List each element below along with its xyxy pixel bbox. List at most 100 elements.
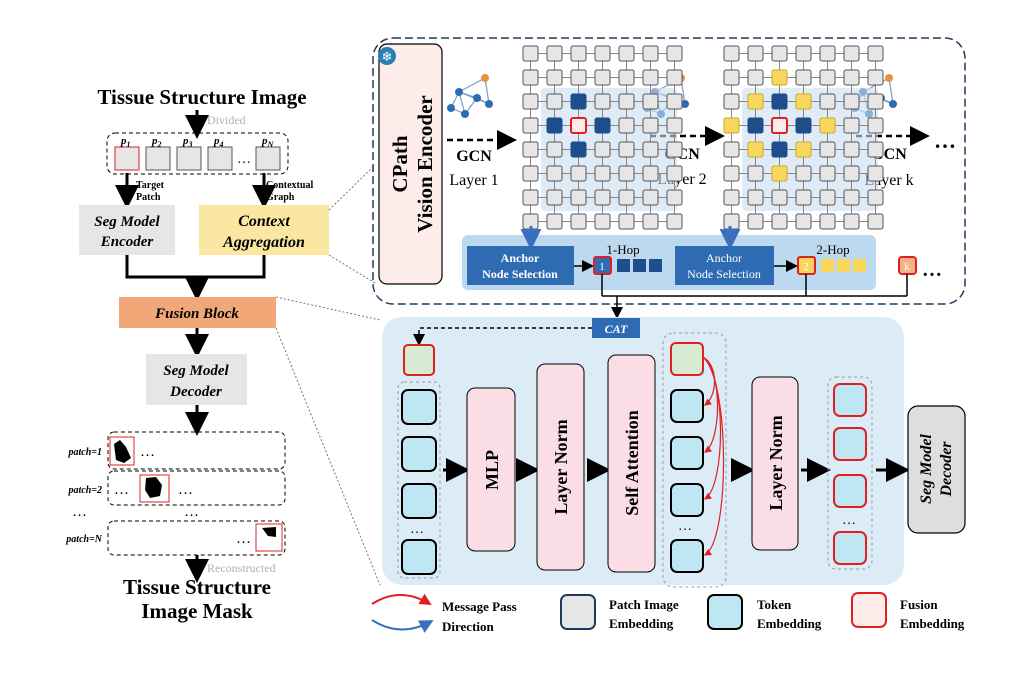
layernorm-label-2: Layer Norm <box>766 415 786 510</box>
grid-node <box>747 69 764 86</box>
grid-node <box>594 213 611 230</box>
gcn-label-1: GCN <box>456 148 492 165</box>
self-attention-block <box>607 354 656 573</box>
layernorm-block-1 <box>536 363 585 571</box>
seg-encoder-line-1: Seg Model <box>94 214 160 230</box>
grid-node <box>795 69 812 86</box>
grid-node <box>723 69 740 86</box>
fusion-block-box <box>119 297 276 328</box>
anchor-node-box-2 <box>675 246 774 285</box>
encoder-line-2: Vision Encoder <box>413 95 437 232</box>
output-token-column <box>827 376 873 570</box>
patch-strip <box>106 132 289 175</box>
output-token-4 <box>833 531 867 565</box>
hop-1-node-b <box>633 259 646 272</box>
grid-node <box>666 45 683 62</box>
grid-node <box>723 117 740 134</box>
rows-vdots-2: … <box>184 504 199 520</box>
patch-box-1 <box>114 146 140 171</box>
graph-node <box>885 74 893 82</box>
message-pass-arrows <box>702 356 725 556</box>
grid-node <box>723 141 740 158</box>
layernorm-label-1: Layer Norm <box>551 419 571 514</box>
grid-node <box>771 69 788 86</box>
cat-box <box>592 318 640 338</box>
node-grid-2 <box>723 45 884 230</box>
grid-node <box>747 213 764 230</box>
grid-node <box>747 141 764 158</box>
grid-node <box>522 189 539 206</box>
context-label-1: Contextual <box>266 180 313 191</box>
grid-node <box>771 213 788 230</box>
grid-node <box>642 189 659 206</box>
grid-node <box>570 141 587 158</box>
grid-node <box>594 165 611 182</box>
grid-node <box>795 117 812 134</box>
grid-node <box>771 141 788 158</box>
mask-shape-n <box>262 527 276 537</box>
graph-node <box>447 104 455 112</box>
hop-1-marker-label: 1 <box>599 261 605 273</box>
layernorm-block-2 <box>751 376 799 551</box>
grid-node <box>771 117 788 134</box>
left-title: Tissue Structure Image <box>97 85 306 109</box>
grid-node <box>843 45 860 62</box>
anchor-1-line-1: Anchor <box>501 251 540 265</box>
anchor-2-line-1: Anchor <box>706 251 742 265</box>
token-input-ellipsis: … <box>410 522 424 537</box>
grid-node <box>618 189 635 206</box>
grid-node <box>594 189 611 206</box>
anchor-2-line-2: Node Selection <box>687 267 761 281</box>
output-token-ellipsis: … <box>842 513 856 528</box>
gcn-ellipsis: … <box>934 128 956 153</box>
gcn-panel <box>372 37 966 305</box>
seg-decoder-left-1: Seg Model <box>163 363 229 379</box>
grid-node <box>843 93 860 110</box>
patch-box-5 <box>255 146 281 171</box>
grid-node <box>666 69 683 86</box>
hop-2-marker-label: 2 <box>803 261 809 273</box>
cat-label: CAT <box>605 322 628 336</box>
grid-node <box>867 189 884 206</box>
patch-strip-ellipsis: … <box>237 152 251 167</box>
grid-node <box>570 93 587 110</box>
hop-ellipsis: … <box>922 259 942 281</box>
grid-node <box>723 45 740 62</box>
self-attention-label: Self Attention <box>622 410 642 516</box>
seg-encoder-box <box>79 205 175 255</box>
graph-node <box>461 110 469 118</box>
seg-decoder-right-1: Seg Model <box>918 434 935 504</box>
attention-token-1 <box>670 389 704 423</box>
layer-label-1: Layer 1 <box>449 172 498 189</box>
grid-node <box>522 165 539 182</box>
graph-edge <box>458 77 486 93</box>
grid-node <box>771 93 788 110</box>
graph-node <box>455 88 463 96</box>
grid-node <box>795 189 812 206</box>
grid-node <box>843 141 860 158</box>
legend-patch-1: Patch Image <box>609 597 679 612</box>
seg-decoder-right-2: Decoder <box>938 441 955 498</box>
token-input-3 <box>401 483 437 519</box>
token-column-input <box>397 381 441 579</box>
graph-node <box>481 74 489 82</box>
patch-row-2 <box>107 470 286 506</box>
patch-box-4 <box>207 146 233 171</box>
encoder-box <box>378 43 443 285</box>
grid-node <box>546 189 563 206</box>
hop-1-node-c <box>649 259 662 272</box>
legend-patch-swatch <box>560 594 596 630</box>
grid-node <box>570 69 587 86</box>
grid-node <box>618 213 635 230</box>
grid-node <box>867 165 884 182</box>
context-agg-line-2: Aggregation <box>222 234 305 251</box>
token-input-1 <box>401 389 437 425</box>
merge-lines <box>125 255 266 279</box>
context-label-2: Graph <box>266 192 295 203</box>
grid-node <box>546 213 563 230</box>
patch-row-1-ellipsis: … <box>140 444 155 460</box>
grid-node <box>642 117 659 134</box>
grid-node <box>618 117 635 134</box>
token-input-4 <box>401 539 437 575</box>
anchor-node-box-1 <box>467 246 574 285</box>
